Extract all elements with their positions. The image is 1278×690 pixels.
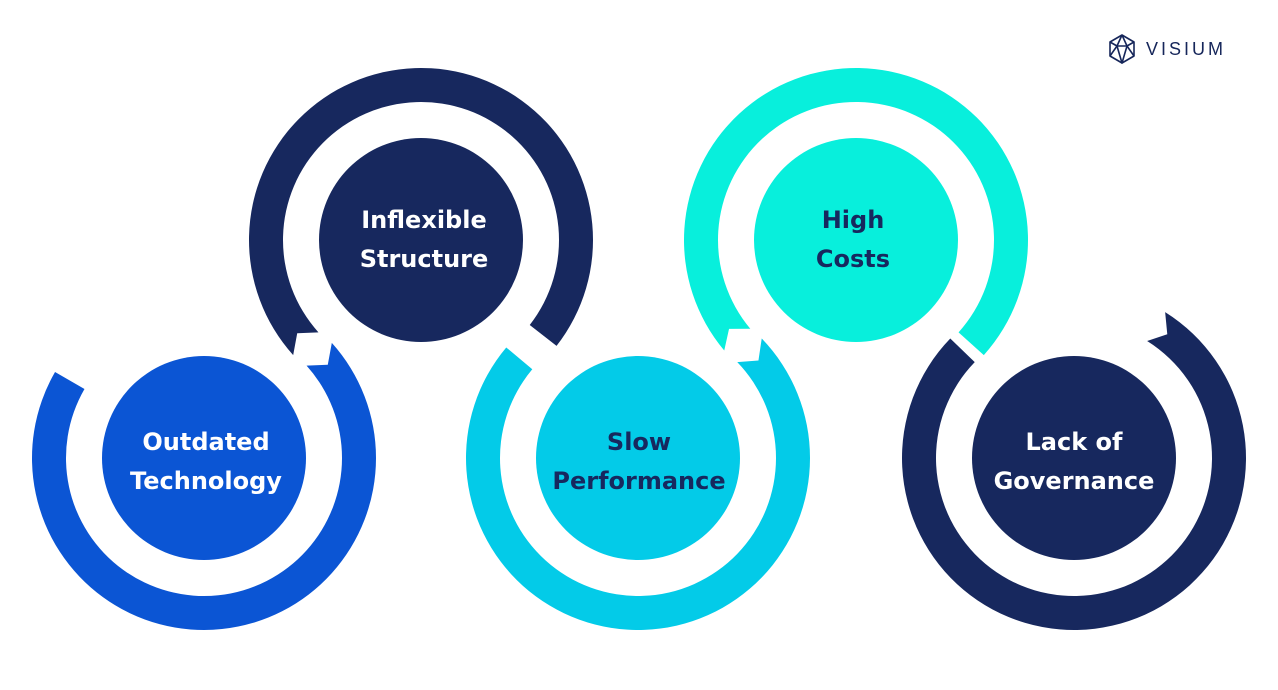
label-lack-of-governance: Lack of Governance <box>974 423 1174 501</box>
label-line: Governance <box>993 467 1155 495</box>
label-line: Lack of <box>1025 428 1123 456</box>
disc-outdated-technology <box>102 356 306 560</box>
disc-inflexible-structure <box>319 138 523 342</box>
label-line: Outdated <box>142 428 270 456</box>
label-slow-performance: Slow Performance <box>539 423 739 501</box>
ring-slow-performance <box>466 338 810 631</box>
label-line: Inflexible <box>361 206 487 234</box>
disc-lack-of-governance <box>972 356 1176 560</box>
brand-name: VISIUM <box>1146 38 1227 59</box>
ring-high-costs <box>684 68 1028 356</box>
label-line: Slow <box>606 428 672 456</box>
label-line: High <box>821 206 885 234</box>
disc-slow-performance <box>536 356 740 560</box>
label-high-costs: High Costs <box>753 201 953 279</box>
geodesic-hexagon-icon <box>1109 34 1135 64</box>
label-line: Costs <box>815 245 891 273</box>
label-inflexible-structure: Inflexible Structure <box>324 201 524 279</box>
ring-inflexible-structure <box>249 67 593 356</box>
disc-high-costs <box>754 138 958 342</box>
label-outdated-technology: Outdated Technology <box>106 423 306 501</box>
label-line: Technology <box>130 467 282 495</box>
brand-logo[interactable]: VISIUM <box>1108 34 1226 64</box>
ring-outdated-technology <box>32 342 377 631</box>
label-line: Performance <box>552 467 726 495</box>
label-line: Structure <box>359 245 489 273</box>
